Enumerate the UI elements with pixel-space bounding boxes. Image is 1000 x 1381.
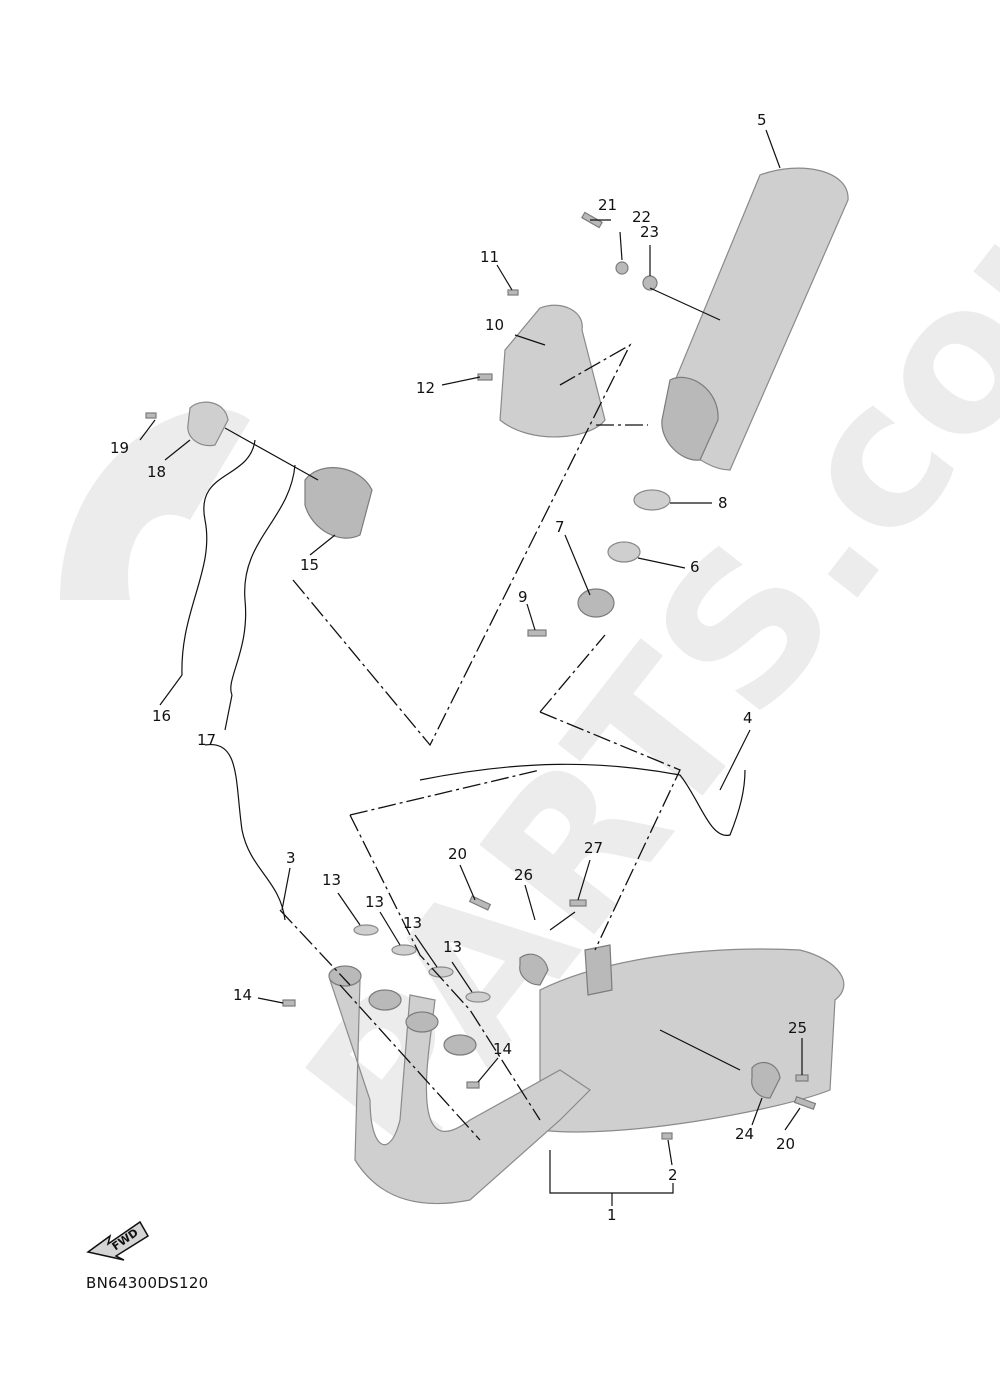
pipe-flange-2 bbox=[368, 989, 402, 1011]
sensor-cable-4-shape bbox=[419, 763, 746, 836]
bracket-18-shape bbox=[187, 401, 229, 447]
gasket-13-a bbox=[353, 924, 379, 936]
callout-11: 11 bbox=[480, 248, 500, 266]
nut-25 bbox=[795, 1074, 809, 1082]
pipe-flange-4 bbox=[443, 1034, 477, 1056]
callout-13-b: 13 bbox=[365, 893, 385, 911]
callout-24: 24 bbox=[735, 1125, 755, 1143]
gasket-ring-shape bbox=[633, 489, 671, 511]
muffler-inlet-shape bbox=[584, 944, 613, 996]
callout-6: 6 bbox=[690, 558, 700, 576]
gasket-13-c bbox=[428, 966, 454, 978]
callout-13-a: 13 bbox=[322, 871, 342, 889]
callout-14-right: 14 bbox=[493, 1040, 513, 1058]
drawing-code: BN64300DS120 bbox=[86, 1274, 209, 1292]
pipe-flange-1 bbox=[328, 965, 362, 987]
callout-22: 22 bbox=[632, 208, 652, 226]
callout-2: 2 bbox=[668, 1166, 678, 1184]
callout-20-top: 20 bbox=[448, 845, 468, 863]
watermark: PARTS.com bbox=[60, 74, 1000, 1201]
bolt-20-b bbox=[793, 1095, 817, 1111]
callout-25: 25 bbox=[788, 1019, 808, 1037]
callout-13-c: 13 bbox=[403, 914, 423, 932]
callout-17: 17 bbox=[197, 731, 217, 749]
washer-22 bbox=[615, 261, 629, 275]
sensor-cable-3-shape bbox=[204, 744, 286, 921]
callout-9: 9 bbox=[518, 588, 528, 606]
cable-16-shape bbox=[181, 439, 256, 676]
callout-21: 21 bbox=[598, 196, 618, 214]
bolt-27 bbox=[569, 899, 587, 907]
callout-16: 16 bbox=[152, 707, 172, 725]
callout-12: 12 bbox=[416, 379, 436, 397]
clamp-shape bbox=[577, 588, 615, 618]
fwd-arrow-icon: FWD bbox=[86, 1220, 150, 1261]
bolt-12 bbox=[477, 373, 493, 381]
callout-26: 26 bbox=[514, 866, 534, 884]
bracket-26-shape bbox=[519, 953, 549, 986]
header-pipes-shape bbox=[329, 979, 591, 1205]
callout-19: 19 bbox=[110, 439, 130, 457]
callout-18: 18 bbox=[147, 463, 167, 481]
actuator-shape bbox=[304, 467, 373, 539]
callout-20-bottom: 20 bbox=[776, 1135, 796, 1153]
screw-19 bbox=[145, 412, 157, 419]
callout-5: 5 bbox=[757, 111, 767, 129]
gasket-13-b bbox=[391, 944, 417, 956]
gasket-13-d bbox=[465, 991, 491, 1003]
callout-8: 8 bbox=[718, 494, 728, 512]
muffler-body-shape bbox=[539, 948, 845, 1133]
callout-13-d: 13 bbox=[443, 938, 463, 956]
gasket-shape bbox=[607, 541, 641, 563]
nut-14-b bbox=[466, 1081, 480, 1089]
callout-14-left: 14 bbox=[233, 986, 253, 1004]
cover-shape bbox=[499, 304, 606, 438]
leader-lines bbox=[139, 129, 803, 1206]
reference-lines bbox=[279, 343, 681, 1141]
callout-23: 23 bbox=[640, 223, 660, 241]
callout-4: 4 bbox=[743, 709, 753, 727]
bolt-2 bbox=[661, 1132, 673, 1140]
pipe-flange-3 bbox=[405, 1011, 439, 1033]
callout-3: 3 bbox=[286, 849, 296, 867]
bolt-9 bbox=[527, 629, 547, 637]
nut-23 bbox=[642, 275, 658, 291]
bracket-24-shape bbox=[751, 1061, 781, 1099]
callout-27: 27 bbox=[584, 839, 604, 857]
fasteners bbox=[145, 211, 817, 1140]
callout-15: 15 bbox=[300, 556, 320, 574]
nut-14-a bbox=[282, 999, 296, 1007]
muffler-end-shape bbox=[661, 376, 719, 461]
watermark-logo bbox=[60, 408, 250, 600]
screw-11 bbox=[507, 289, 519, 296]
cable-17-shape bbox=[230, 464, 296, 696]
callout-7: 7 bbox=[555, 518, 565, 536]
callout-10: 10 bbox=[485, 316, 505, 334]
callout-1: 1 bbox=[607, 1206, 617, 1224]
